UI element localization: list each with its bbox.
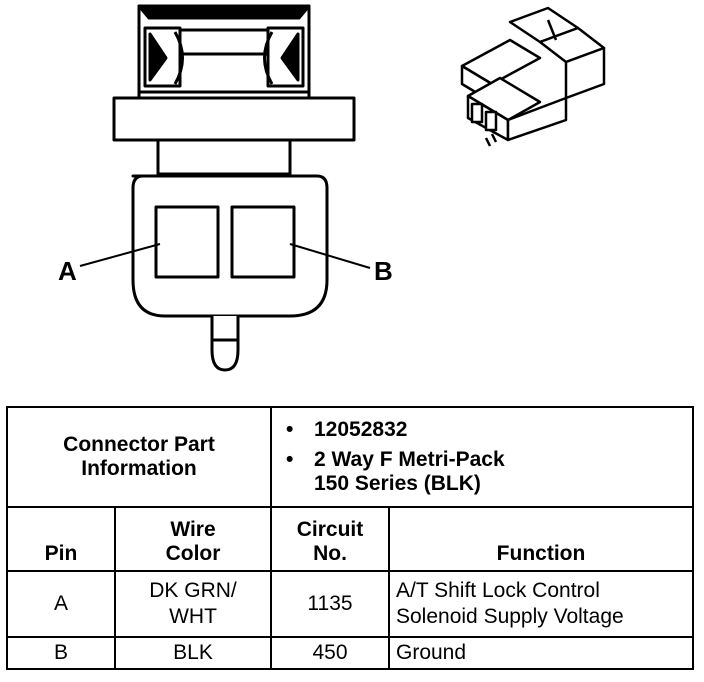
connector-drawing: A B <box>58 4 606 372</box>
connector-neck <box>156 138 292 176</box>
connector-part-label-cell: Connector Part Information <box>6 406 272 508</box>
header-function: Function <box>388 506 694 572</box>
pin-label-b: B <box>374 256 393 286</box>
header-row: Pin Wire Color Circuit No. Function <box>6 506 694 572</box>
pin-value: B <box>53 641 68 664</box>
pin-value: A <box>53 592 68 615</box>
connector-description-line2: 150 Series (BLK) <box>314 472 481 495</box>
connector-isometric-view <box>460 6 606 147</box>
function-cell: Ground <box>388 636 694 670</box>
header-wire-color-line2: Color <box>165 542 221 565</box>
header-circuit: Circuit No. <box>270 506 390 572</box>
table-row: A DK GRN/ WHT 1135 A/T Shift Lock Contro… <box>6 570 694 638</box>
wire-color-cell: BLK <box>114 636 272 670</box>
header-circuit-line1: Circuit <box>296 518 364 541</box>
connector-latch <box>137 4 311 100</box>
connector-info-row: Connector Part Information 12052832 2 Wa… <box>6 406 694 508</box>
header-wire-color-line1: Wire <box>170 518 216 541</box>
header-circuit-line2: No. <box>313 542 347 565</box>
connector-details-list: 12052832 2 Way F Metri-Pack 150 Series (… <box>278 418 686 496</box>
header-wire-color: Wire Color <box>114 506 272 572</box>
function-line2: Solenoid Supply Voltage <box>396 605 624 628</box>
header-function-text: Function <box>496 542 586 565</box>
function-cell: A/T Shift Lock Control Solenoid Supply V… <box>388 570 694 638</box>
leader-line-a <box>79 243 161 267</box>
connector-diagram: A B <box>58 4 606 372</box>
connector-part-label-line2: Information <box>81 457 197 480</box>
connector-part-label-line1: Connector Part <box>63 433 215 456</box>
circuit-value: 1135 <box>307 592 353 615</box>
wire-color-line1: DK GRN/ <box>149 579 237 602</box>
circuit-value: 450 <box>312 641 348 664</box>
pin-cell: A <box>6 570 116 638</box>
cavity-b <box>230 205 296 279</box>
circuit-cell: 450 <box>270 636 390 670</box>
pin-label-a: A <box>58 256 77 286</box>
header-pin-text: Pin <box>44 542 78 565</box>
connector-key <box>210 316 240 372</box>
pin-cell: B <box>6 636 116 670</box>
connector-crossbar <box>112 96 356 142</box>
connector-info-table: Connector Part Information 12052832 2 Wa… <box>6 406 694 670</box>
part-number: 12052832 <box>286 418 686 442</box>
connector-description: 2 Way F Metri-Pack 150 Series (BLK) <box>286 448 686 496</box>
wire-color-line1: BLK <box>173 641 213 664</box>
function-line1: A/T Shift Lock Control <box>396 579 600 602</box>
function-line1: Ground <box>396 641 467 664</box>
leader-line-b <box>289 243 371 269</box>
table-row: B BLK 450 Ground <box>6 636 694 670</box>
connector-part-details-cell: 12052832 2 Way F Metri-Pack 150 Series (… <box>270 406 694 508</box>
wire-color-line2: WHT <box>169 605 217 628</box>
header-pin: Pin <box>6 506 116 572</box>
connector-description-line1: 2 Way F Metri-Pack <box>314 448 505 471</box>
cavity-a <box>154 205 220 279</box>
circuit-cell: 1135 <box>270 570 390 638</box>
wire-color-cell: DK GRN/ WHT <box>114 570 272 638</box>
